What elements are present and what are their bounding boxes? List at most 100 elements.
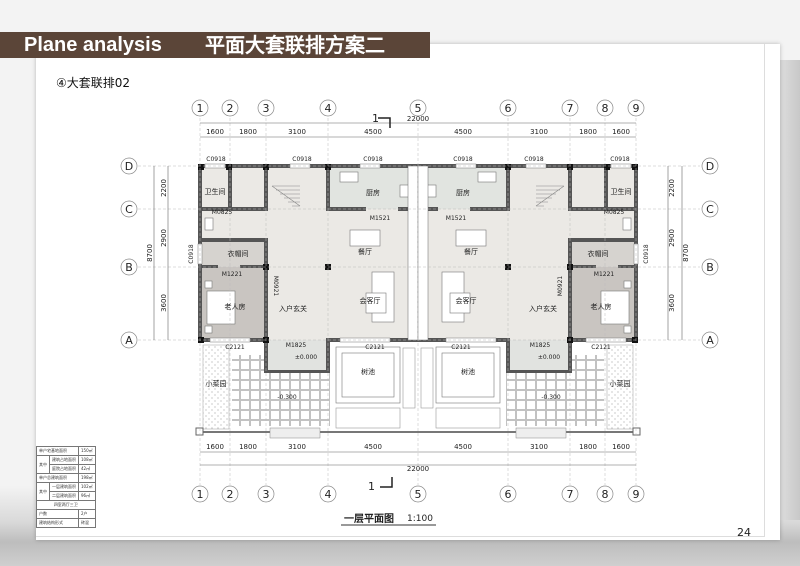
dimension-lines	[153, 122, 683, 466]
dim: 1600	[206, 128, 224, 136]
dim: 1800	[239, 443, 257, 451]
tag: C2121	[225, 344, 245, 351]
tree-pit: 树池	[361, 367, 375, 376]
level-mark: ±0.000	[538, 354, 560, 361]
tag: M1825	[286, 342, 307, 349]
dim-total: 8700	[682, 244, 690, 262]
room-elder: 老人房	[591, 302, 612, 311]
title-chinese: 平面大套联排方案二	[205, 33, 385, 57]
dim: 1800	[239, 128, 257, 136]
room-entry: 入户玄关	[529, 304, 557, 313]
level-mark: -0.300	[277, 394, 297, 401]
cell: 单户总建筑面积	[36, 473, 79, 483]
axis-a: A	[125, 334, 133, 347]
room-kitchen: 厨房	[366, 188, 380, 197]
cell: 其中	[36, 455, 50, 474]
dim: 3100	[288, 128, 306, 136]
axis-labels: 1 2 3 4 5 6 7 8 9 1 2 3 4 5 6 7 8 9 D C …	[125, 102, 714, 501]
unit-left	[195, 163, 419, 439]
room-dining: 餐厅	[358, 247, 372, 256]
tag: C0918	[206, 156, 226, 163]
dim: 1800	[579, 443, 597, 451]
page-number: 24	[737, 526, 751, 539]
cell: 198㎡	[78, 473, 96, 483]
axis-a-right: A	[706, 334, 714, 347]
axis-3: 3	[263, 102, 270, 115]
cell: 单户宅基地面积	[36, 446, 79, 456]
axis-b: B	[125, 261, 133, 274]
tag: C0918	[292, 156, 312, 163]
cell: 一层建筑面积	[49, 482, 79, 492]
room-dining: 餐厅	[464, 247, 478, 256]
section-label: 1	[368, 480, 375, 493]
room-entry: 入户玄关	[279, 304, 307, 313]
axis-4: 4	[325, 102, 332, 115]
axis-9: 9	[633, 102, 640, 115]
dim: 1600	[612, 443, 630, 451]
tag: C0918	[188, 244, 195, 264]
dim: 4500	[364, 443, 382, 451]
cell: 二层建筑面积	[49, 491, 79, 501]
tag: M1221	[594, 271, 615, 278]
dim-total: 8700	[146, 244, 154, 262]
dim: 3600	[160, 294, 168, 312]
dim: 3100	[530, 128, 548, 136]
dim: 1600	[612, 128, 630, 136]
dim: 2900	[668, 229, 676, 247]
section-label: 1	[372, 112, 379, 125]
title-bar: Plane analysis 平面大套联排方案二	[0, 32, 430, 58]
room-kitchen: 厨房	[456, 188, 470, 197]
axis-7-bottom: 7	[567, 488, 574, 501]
cell: 建筑占地面积	[49, 455, 79, 465]
tag: C0918	[453, 156, 473, 163]
tree-pit: 树池	[461, 367, 475, 376]
dim: 2200	[668, 179, 676, 197]
tag: M1825	[530, 342, 551, 349]
garden: 小菜园	[610, 379, 631, 388]
cell: 2户	[78, 509, 96, 519]
cell: 150㎡	[78, 446, 96, 456]
axis-grid-lines	[138, 118, 700, 485]
cell: 四室两厅三卫	[36, 500, 96, 510]
axis-7: 7	[567, 102, 574, 115]
dim: 4500	[454, 128, 472, 136]
tag: M1221	[222, 271, 243, 278]
plan-scale: 1:100	[407, 514, 433, 524]
section-marks	[378, 117, 393, 488]
door-window-tags: C0918 C0918 C0918 C0918 C0918 C0918 C091…	[188, 156, 650, 401]
room-elder: 老人房	[225, 302, 246, 311]
axis-5: 5	[415, 102, 422, 115]
axis-b-right: B	[706, 261, 714, 274]
tag: C0918	[524, 156, 544, 163]
cell: 108㎡	[78, 455, 96, 465]
plan-subtitle: ④大套联排02	[56, 76, 131, 90]
cell: 42㎡	[78, 464, 96, 474]
room-closet: 衣帽间	[228, 249, 249, 258]
tag: C0918	[643, 244, 650, 264]
axis-4-bottom: 4	[325, 488, 332, 501]
dim-total: 22000	[407, 465, 429, 473]
room-labels: 卫生间 卫生间 厨房 厨房 餐厅 餐厅 衣帽间 衣帽间 老人房 老人房 入户玄关…	[205, 187, 632, 388]
dim: 4500	[454, 443, 472, 451]
dim-total: 22000	[407, 115, 429, 123]
dim: 1800	[579, 128, 597, 136]
dim: 2900	[160, 229, 168, 247]
dim: 4500	[364, 128, 382, 136]
axis-c-right: C	[706, 203, 714, 216]
tag: M0921	[557, 276, 564, 297]
title-english: Plane analysis	[24, 34, 162, 56]
tag: M0825	[604, 209, 625, 216]
plan-caption: 一层平面图	[344, 513, 394, 525]
tag: M0921	[272, 276, 279, 297]
table-row: 四室两厅三卫	[36, 500, 96, 510]
cell: 建筑结构形式	[36, 518, 79, 528]
cell: 户数	[36, 509, 79, 519]
axis-6: 6	[505, 102, 512, 115]
